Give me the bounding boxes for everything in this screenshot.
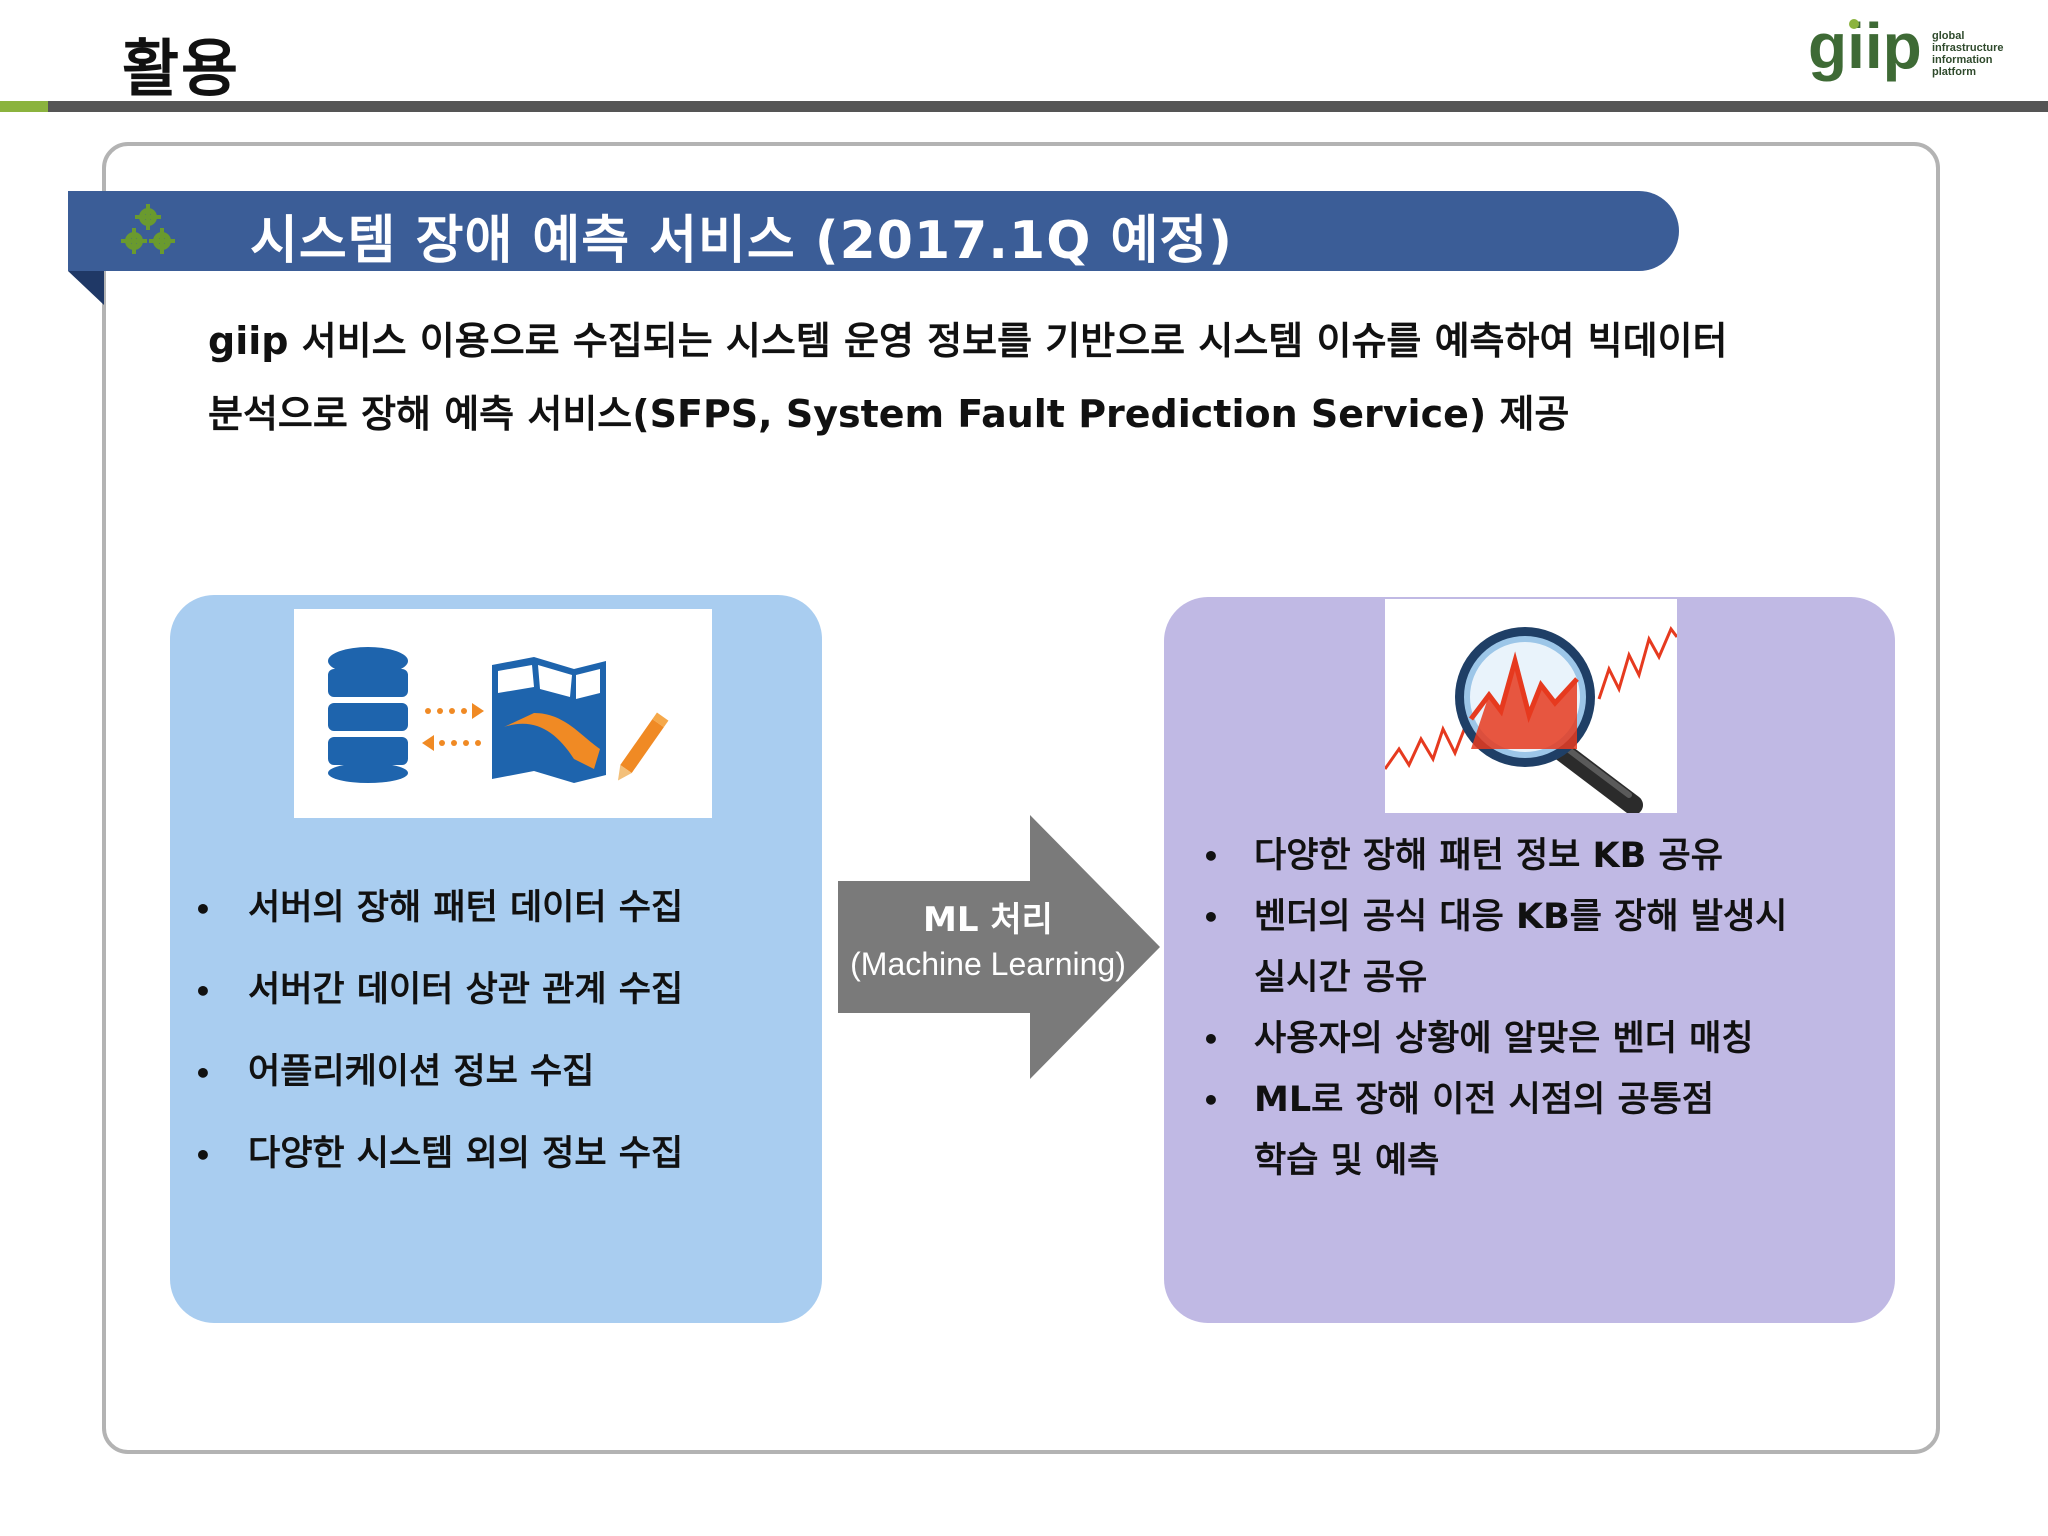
- list-item-text: 어플리케이션 정보 수집: [248, 1052, 594, 1092]
- giip-logo: giip global infrastructure information p…: [1808, 16, 2018, 88]
- list-item-text: 실시간 공유: [1254, 948, 1787, 1009]
- prediction-illustration: [1385, 599, 1677, 813]
- arrow-label-subtitle: (Machine Learning): [838, 942, 1138, 986]
- description-line: giip 서비스 이용으로 수집되는 시스템 운영 정보를 기반으로 시스템 이…: [208, 305, 1908, 378]
- list-item-text: 다양한 장해 패턴 정보 KB 공유: [1254, 826, 1787, 887]
- list-item-text: 서버의 장해 패턴 데이터 수집: [248, 888, 683, 928]
- data-collection-illustration: [294, 609, 712, 818]
- list-item: • 다양한 장해 패턴 정보 KB 공유: [1198, 826, 1787, 887]
- arrow-label-title: ML 처리: [838, 898, 1138, 942]
- data-collection-list: • 서버의 장해 패턴 데이터 수집 • 서버간 데이터 상관 관계 수집 • 어플리…: [190, 878, 683, 1206]
- database-transfer-map-icon: [294, 609, 712, 818]
- header-divider: [0, 101, 2048, 112]
- logo-word: platform: [1932, 66, 2004, 78]
- bullet-dot: •: [194, 1044, 212, 1104]
- prediction-list: • 다양한 장해 패턴 정보 KB 공유 • 벤더의 공식 대응 KB를 장해 발생…: [1198, 826, 1787, 1192]
- bullet-dot: •: [194, 880, 212, 940]
- list-item-text: ML로 장해 이전 시점의 공통점: [1254, 1070, 1787, 1131]
- bullet-dot: •: [1202, 826, 1220, 887]
- bullet-dot: •: [194, 962, 212, 1022]
- bullet-dot: •: [1202, 1070, 1220, 1131]
- giip-logo-mark: giip: [1808, 16, 1928, 88]
- process-arrow-label: ML 처리 (Machine Learning): [838, 898, 1138, 986]
- logo-word: infrastructure: [1932, 42, 2004, 54]
- list-item-text: 사용자의 상황에 알맞은 벤더 매칭: [1254, 1009, 1787, 1070]
- list-item: • 사용자의 상황에 알맞은 벤더 매칭: [1198, 1009, 1787, 1070]
- list-item: • 서버의 장해 패턴 데이터 수집: [190, 878, 683, 960]
- header-divider-accent: [0, 101, 48, 112]
- list-item: • 다양한 시스템 외의 정보 수집: [190, 1124, 683, 1206]
- list-item-text: 다양한 시스템 외의 정보 수집: [248, 1134, 683, 1174]
- description-line: 분석으로 장해 예측 서비스(SFPS, System Fault Predic…: [208, 378, 1908, 451]
- list-item-text: 서버간 데이터 상관 관계 수집: [248, 970, 683, 1010]
- list-item: • 어플리케이션 정보 수집: [190, 1042, 683, 1124]
- logo-word: information: [1932, 54, 2004, 66]
- list-item-text: 벤더의 공식 대응 KB를 장해 발생시: [1254, 887, 1787, 948]
- svg-text:giip: giip: [1808, 16, 1922, 82]
- page-title: 활용: [122, 18, 240, 108]
- logo-wordmark: global infrastructure information platfo…: [1932, 30, 2004, 78]
- bullet-dot: •: [1202, 887, 1220, 948]
- banner-fold: [68, 271, 104, 305]
- bullet-dot: •: [194, 1126, 212, 1186]
- section-title: 시스템 장애 예측 서비스 (2017.1Q 예정): [250, 198, 1233, 273]
- bullet-dot: •: [1202, 1009, 1220, 1070]
- logo-word: global: [1932, 30, 2004, 42]
- gears-icon: [118, 201, 178, 261]
- list-item: • 서버간 데이터 상관 관계 수집: [190, 960, 683, 1042]
- magnifier-chart-icon: [1385, 599, 1677, 813]
- section-description: giip 서비스 이용으로 수집되는 시스템 운영 정보를 기반으로 시스템 이…: [208, 305, 1908, 451]
- list-item-text: 학습 및 예측: [1254, 1131, 1787, 1192]
